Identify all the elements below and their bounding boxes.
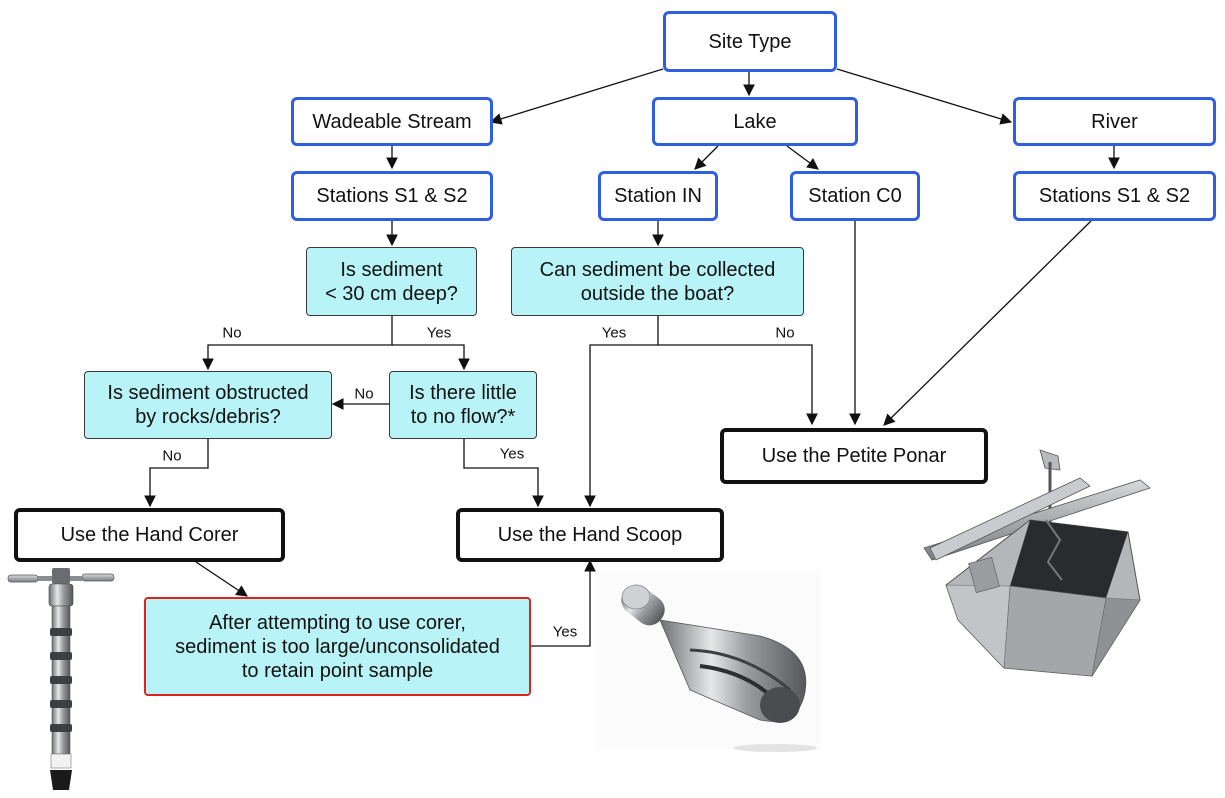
use-hand-scoop-box: Use the Hand Scoop [456, 508, 724, 562]
edge-boat-no [658, 344, 818, 426]
station-in-box: Station IN [598, 171, 718, 221]
edge-label-boat-no: No [775, 324, 795, 342]
river-box: River [1013, 97, 1216, 146]
use-petite-ponar-box: Use the Petite Ponar [720, 428, 988, 484]
use-hand-corer-box: Use the Hand Corer [14, 508, 285, 562]
edge-depth-no [202, 316, 393, 371]
site-type-box: Site Type [663, 11, 837, 72]
sediment-depth-question: Is sediment < 30 cm deep? [306, 247, 477, 316]
petite-ponar-photo [923, 449, 1151, 677]
edge-label-boat-yes: Yes [601, 324, 627, 342]
edge-label-corer-failed-yes: Yes [552, 623, 578, 641]
little-flow-question: Is there little to no flow?* [389, 371, 537, 439]
stations-s1-s2-river-box: Stations S1 & S2 [1013, 171, 1216, 221]
lake-box: Lake [652, 97, 858, 146]
edge-label-obstructed-no: No [162, 447, 182, 465]
edge-flow-yes [463, 439, 544, 508]
obstructed-question: Is sediment obstructed by rocks/debris? [84, 371, 332, 439]
wadeable-stream-box: Wadeable Stream [291, 97, 493, 146]
edge-label-depth-yes: Yes [426, 324, 452, 342]
edge-failed-yes [531, 559, 596, 647]
edge-label-flow-no: No [354, 385, 374, 403]
edge-obstructed-no [144, 439, 209, 508]
hand-scoop-photo [596, 570, 821, 752]
edge-river-ponar [883, 220, 1092, 426]
edge-site-river [836, 68, 1013, 125]
edge-lake-in [694, 145, 719, 170]
edge-site-wadeable [489, 68, 664, 125]
outside-boat-question: Can sediment be collected outside the bo… [511, 247, 804, 316]
hand-corer-photo [7, 568, 115, 790]
stations-s1-s2-stream-box: Stations S1 & S2 [291, 171, 493, 221]
edge-label-flow-yes: Yes [499, 445, 525, 463]
corer-failed-box: After attempting to use corer, sediment … [144, 597, 531, 696]
station-c0-box: Station C0 [790, 171, 920, 221]
edge-depth-yes [392, 344, 470, 371]
edge-label-depth-no: No [222, 324, 242, 342]
edge-boat-yes [584, 316, 659, 508]
edge-corer-failed [195, 561, 248, 597]
edge-lake-c0 [786, 145, 819, 170]
